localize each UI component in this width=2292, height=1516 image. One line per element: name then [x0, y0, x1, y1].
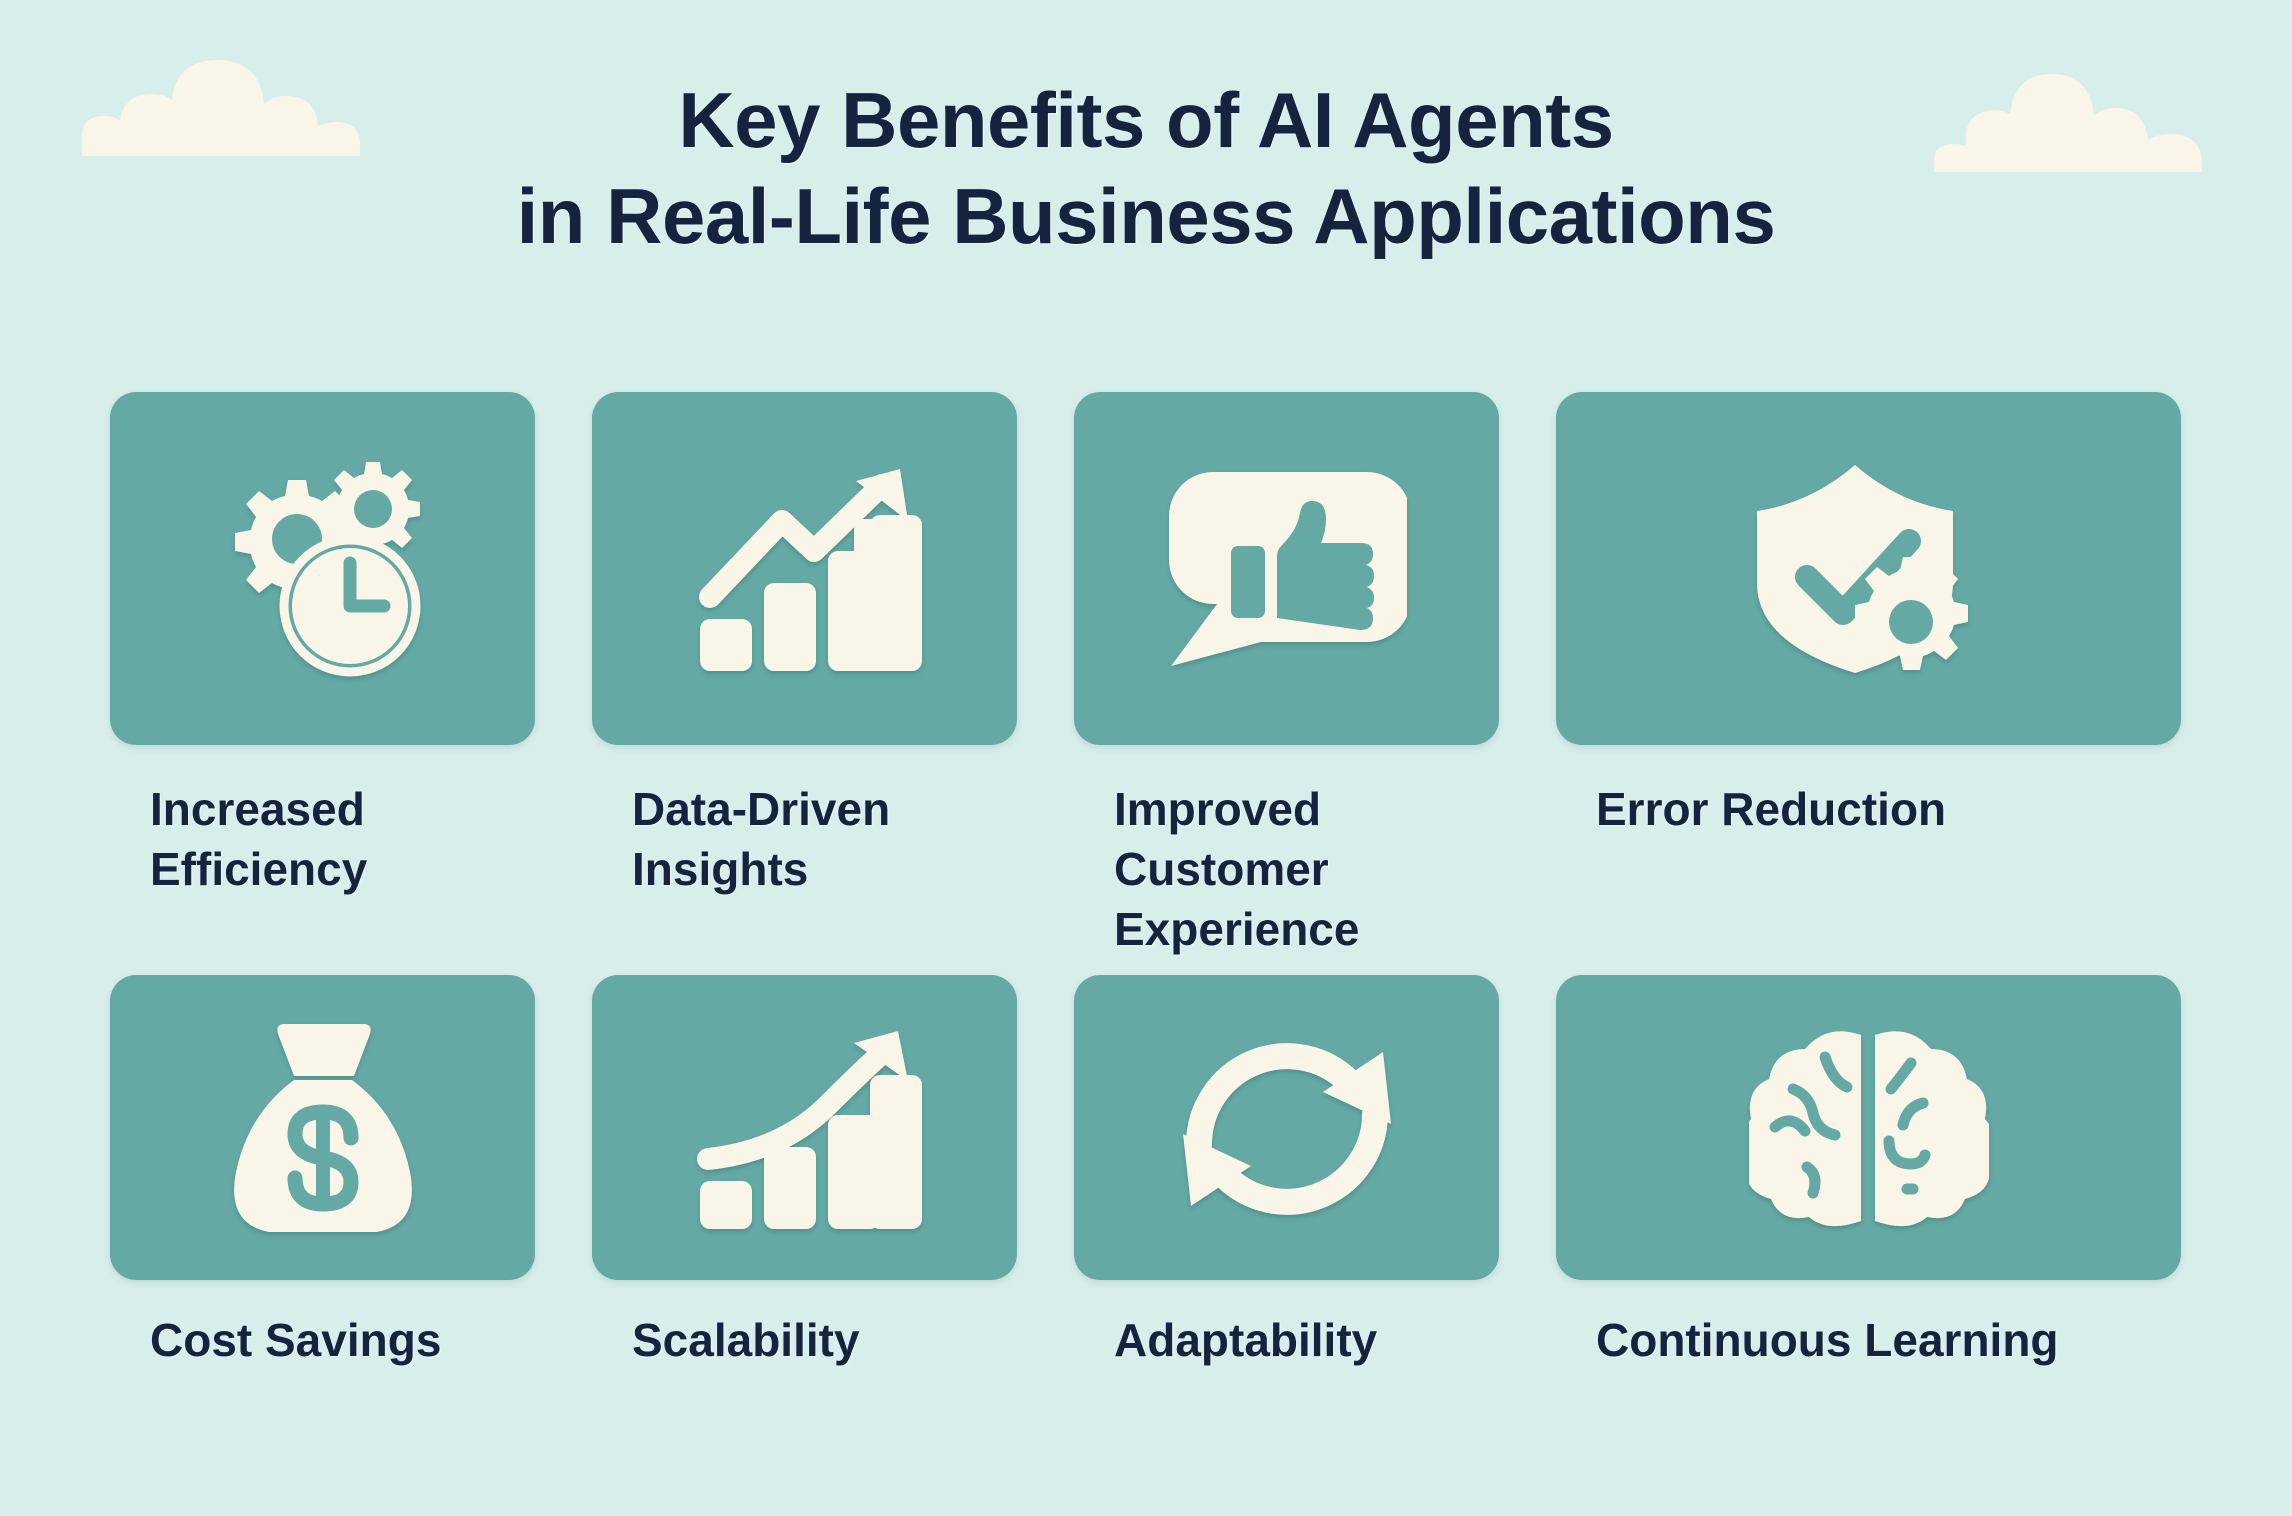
benefit-label: Cost Savings [150, 1314, 442, 1366]
icon-card [1556, 392, 2181, 745]
icon-card [1074, 392, 1499, 745]
benefit-label: Improved Customer Experience [1114, 783, 1360, 955]
speech-bubble-thumbs-up-icon [1168, 471, 1407, 666]
title-line-1: Key Benefits of AI Agents [678, 76, 1614, 164]
brain-icon [1748, 1030, 1989, 1226]
icon-card [110, 392, 535, 745]
icon-card [592, 392, 1017, 745]
page-title: Key Benefits of AI Agents in Real-Life B… [0, 72, 2292, 264]
benefit-label: Data-Driven Insights [632, 783, 891, 895]
icon-card [1074, 975, 1499, 1280]
benefits-grid: Increased Efficiency Data-Driven Insi [110, 392, 2182, 1370]
bar-chart-arrow-icon [698, 468, 922, 671]
benefit-item-increased-efficiency: Increased Efficiency [110, 392, 535, 959]
benefit-label: Error Reduction [1596, 783, 1947, 835]
benefit-label: Continuous Learning [1596, 1314, 2059, 1366]
shield-check-gear-icon [1756, 464, 1968, 673]
benefit-label: Increased Efficiency [150, 783, 368, 895]
benefit-item-cost-savings: Cost Savings [110, 975, 535, 1370]
icon-card [1556, 975, 2181, 1280]
benefit-item-data-driven-insights: Data-Driven Insights [592, 392, 1017, 959]
benefit-item-improved-customer-experience: Improved Customer Experience [1074, 392, 1499, 959]
benefit-label: Adaptability [1114, 1314, 1378, 1366]
benefit-item-adaptability: Adaptability [1074, 975, 1499, 1370]
icon-card [110, 975, 535, 1280]
benefit-item-continuous-learning: Continuous Learning [1556, 975, 2181, 1370]
benefit-item-scalability: Scalability [592, 975, 1017, 1370]
icon-card [592, 975, 1017, 1280]
money-bag-icon [233, 1023, 412, 1232]
refresh-cycle-icon [1182, 1042, 1391, 1215]
growth-curve-chart-icon [696, 1030, 922, 1229]
title-line-2: in Real-Life Business Applications [516, 172, 1776, 260]
benefit-item-error-reduction: Error Reduction [1556, 392, 2181, 959]
gears-clock-icon [234, 461, 420, 676]
benefit-label: Scalability [632, 1314, 860, 1366]
